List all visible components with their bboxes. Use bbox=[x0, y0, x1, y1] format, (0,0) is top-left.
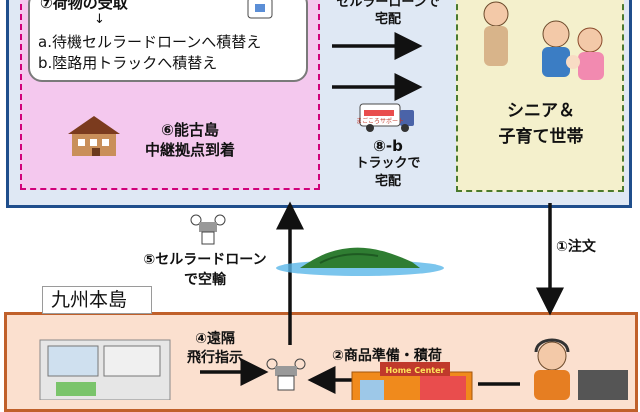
instruction-heading: ⑦荷物の受取 bbox=[40, 0, 128, 12]
drone-delivery-line-1: セルラーローンで bbox=[336, 0, 440, 10]
truck-delivery-line-2: トラックで bbox=[355, 156, 421, 171]
relay-line-2: 中継拠点到着 bbox=[144, 141, 235, 159]
flying-drone-icon bbox=[190, 214, 226, 245]
senior-line-2: 子育て世帯 bbox=[498, 127, 584, 147]
drone-flight-line-1: ⑤セルラードローン bbox=[143, 252, 267, 268]
drone-delivery-label: セルラーローンで 宅配 bbox=[318, 0, 458, 28]
call-operator-icon bbox=[534, 338, 628, 400]
instruction-option-a: a.待機セルラードローンへ積替え bbox=[38, 33, 262, 51]
truck-delivery-line-1: ⑧-b bbox=[373, 137, 403, 155]
island-icon bbox=[276, 247, 444, 276]
kyushu-label: 九州本島 bbox=[42, 286, 152, 314]
relay-line-1: ⑥能古島 bbox=[161, 121, 219, 139]
instruction-down-arrow: ↓ bbox=[94, 12, 105, 27]
truck-delivery-label: ⑧-b トラックで 宅配 bbox=[338, 137, 438, 191]
drone-delivery-line-2: 宅配 bbox=[374, 12, 401, 27]
senior-line-1: シニア＆ bbox=[507, 101, 575, 121]
diagram-illustrations: まごころサポート Home Center bbox=[39, 0, 628, 400]
truck-delivery-line-3: 宅配 bbox=[374, 174, 401, 189]
relay-label: ⑥能古島 中継拠点到着 bbox=[130, 120, 250, 160]
relay-drone-icon bbox=[247, 0, 273, 19]
kyushu-drone-icon bbox=[266, 358, 306, 391]
control-station-icon bbox=[39, 339, 171, 400]
remote-line-1: ④遠隔 bbox=[195, 331, 235, 347]
relay-building-icon bbox=[68, 116, 120, 156]
product-prep-label: ②商品準備・積荷 bbox=[332, 348, 442, 364]
family-icon bbox=[483, 1, 604, 80]
drone-flight-label: ⑤セルラードローン で空輸 bbox=[120, 250, 290, 290]
store-sign: Home Center bbox=[386, 366, 445, 375]
truck-sign: まごころサポート bbox=[356, 117, 404, 125]
home-center-store-icon bbox=[351, 362, 473, 400]
senior-label: シニア＆ 子育て世帯 bbox=[476, 98, 606, 150]
remote-line-2: 飛行指示 bbox=[187, 350, 243, 366]
remote-instruction-label: ④遠隔 飛行指示 bbox=[170, 330, 260, 368]
drone-flight-line-2: で空輸 bbox=[184, 272, 226, 288]
instruction-option-b: b.陸路用トラックへ積替え bbox=[38, 54, 218, 72]
order-label: ①注文 bbox=[556, 239, 596, 255]
truck-icon bbox=[359, 103, 414, 132]
